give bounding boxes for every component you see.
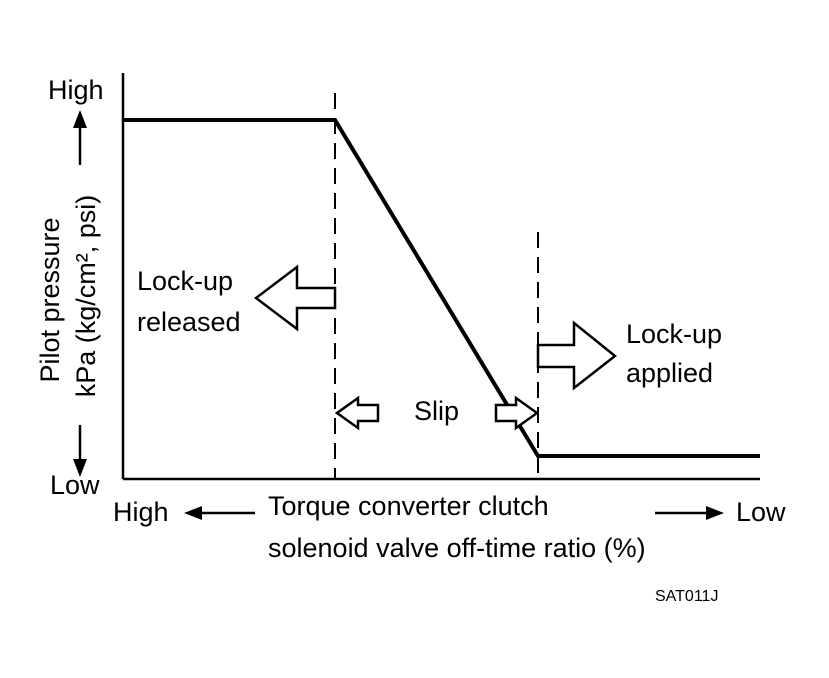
x-axis-title-line2: solenoid valve off-time ratio (%) [268,533,646,563]
applied-label-line1: Lock-up [626,319,722,349]
x-axis-low-label: Low [736,497,786,527]
y-axis-low-label: Low [50,470,100,500]
y-axis-high-label: High [48,75,104,105]
slip-right-arrow-icon [494,395,540,431]
x-axis-right-arrow-icon [655,506,724,520]
released-label-line2: released [137,307,241,337]
released-label-line1: Lock-up [137,266,233,296]
applied-arrow-icon [536,320,618,391]
applied-label-line2: applied [626,358,713,388]
slip-label: Slip [414,396,459,426]
y-axis-title-line1: Pilot pressure [35,217,65,382]
slip-left-arrow-icon [334,395,380,431]
y-axis-title-line2: kPa (kg/cm², psi) [71,195,101,398]
pilot-pressure-curve [123,118,760,458]
x-axis-left-arrow-icon [184,506,255,520]
released-arrow-icon [253,264,337,332]
figure-code: SAT011J [655,588,718,605]
y-axis-down-arrow-icon [73,425,87,477]
x-axis-title-line1: Torque converter clutch [268,491,549,521]
x-axis-high-label: High [113,497,169,527]
y-axis-up-arrow-icon [73,110,87,165]
